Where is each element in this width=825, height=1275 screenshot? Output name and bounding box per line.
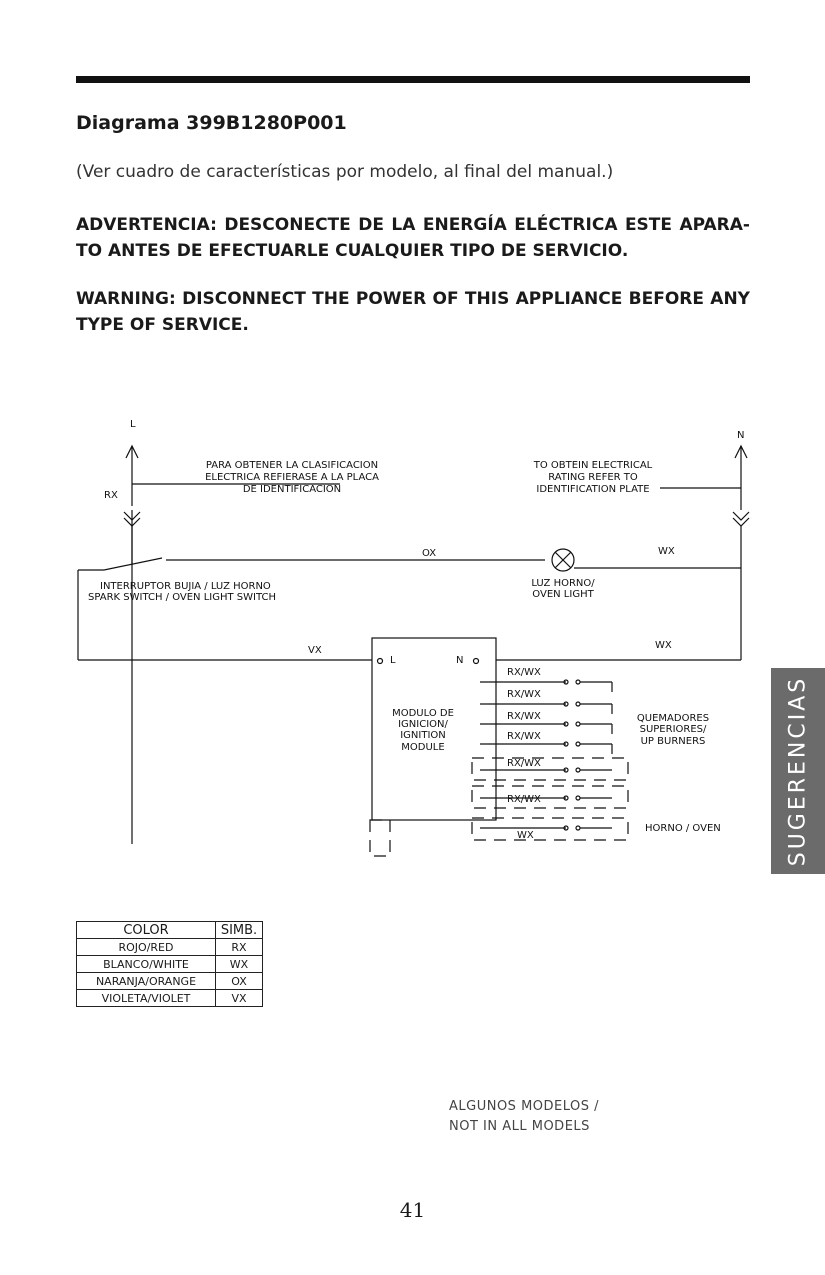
page-title: Diagrama 399B1280P001 [76, 112, 347, 134]
table-cell: VX [215, 989, 263, 1007]
module-label-1: MODULO DE [392, 708, 454, 719]
side-tab-label: SUGERENCIAS [785, 675, 811, 867]
burner-wire-label: RX/WX [507, 667, 541, 678]
burners-label-3: UP BURNERS [641, 736, 706, 747]
table-row: VIOLETA/VIOLET VX [76, 989, 263, 1007]
optional-boxes [369, 757, 629, 857]
wire-ox-label: OX [422, 548, 436, 559]
warning-english: WARNING: DISCONNECT THE POWER OF THIS AP… [76, 289, 750, 335]
warning-spanish: ADVERTENCIA: DESCONECTE DE LA ENERGÍA EL… [76, 215, 750, 261]
table-cell: RX [215, 938, 263, 956]
wire-wx-top-label: WX [658, 546, 675, 557]
wire-wx-mid-label: WX [655, 640, 672, 651]
light-label-1: LUZ HORNO/ [531, 578, 595, 589]
burner-wire-label: RX/WX [507, 711, 541, 722]
rating-note-es-1: PARA OBTENER LA CLASIFICACION [206, 460, 378, 471]
rating-note-es-2: ELECTRICA REFIERASE A LA PLACA [205, 472, 379, 483]
rating-note-en-1: TO OBTEIN ELECTRICAL [533, 460, 653, 471]
switch-label-1: INTERRUPTOR BUJIA / LUZ HORNO [100, 581, 271, 592]
terminal-n-label: N [737, 430, 744, 441]
burner-wire-label: RX/WX [507, 794, 541, 805]
switch-label-2: SPARK SWITCH / OVEN LIGHT SWITCH [88, 592, 276, 603]
page-number: 41 [399, 1198, 426, 1222]
table-cell: BLANCO/WHITE [76, 955, 216, 973]
module-label-3: IGNITION [400, 730, 446, 741]
table-cell: OX [215, 972, 263, 990]
burner-wire-label: RX/WX [507, 758, 541, 769]
legend-note-line-1: ALGUNOS MODELOS / [449, 1099, 600, 1114]
terminal-n-plug [732, 511, 750, 521]
burners-label-1: QUEMADORES [637, 713, 709, 724]
wire-rx-label: RX [104, 490, 118, 501]
table-row: NARANJA/ORANGE OX [76, 972, 263, 990]
rating-note-es-3: DE IDENTIFICACION [243, 484, 341, 495]
module-n-label: N [456, 655, 463, 666]
spark-switch [103, 557, 163, 571]
burners-label-2: SUPERIORES/ [640, 724, 707, 735]
legend-note: ALGUNOS MODELOS / NOT IN ALL MODELS [449, 1097, 599, 1137]
module-l-label: L [390, 655, 396, 666]
table-header-row: COLOR SIMB. [76, 921, 263, 939]
table-header: COLOR [76, 921, 216, 939]
table-cell: VIOLETA/VIOLET [76, 989, 216, 1007]
table-cell: NARANJA/ORANGE [76, 972, 216, 990]
rating-note-en-3: IDENTIFICATION PLATE [536, 484, 649, 495]
oven-light [551, 548, 575, 572]
table-row: ROJO/RED RX [76, 938, 263, 956]
header-rule [76, 76, 750, 83]
ignition-module [371, 637, 497, 821]
module-label-4: MODULE [401, 742, 444, 753]
wiring-diagram: L N RX PARA OBTENER LA CLASIFICACION ELE… [77, 419, 750, 857]
rating-note-en-2: RATING REFER TO [548, 472, 638, 483]
legend-note-line-2: NOT IN ALL MODELS [449, 1119, 590, 1134]
light-label-2: OVEN LIGHT [532, 589, 594, 600]
table-cell: ROJO/RED [76, 938, 216, 956]
table-row: BLANCO/WHITE WX [76, 955, 263, 973]
oven-wire-label: WX [517, 830, 534, 841]
terminal-l-plug [123, 511, 141, 521]
table-cell: WX [215, 955, 263, 973]
terminal-l-label: L [130, 419, 136, 430]
table-header: SIMB. [215, 921, 263, 939]
color-code-table: COLOR SIMB. ROJO/RED RX BLANCO/WHITE WX … [76, 921, 263, 1007]
section-side-tab: SUGERENCIAS [771, 668, 825, 874]
burner-wires [480, 679, 613, 831]
burner-wire-label: RX/WX [507, 731, 541, 742]
burner-wire-label: RX/WX [507, 689, 541, 700]
module-label-2: IGNICION/ [398, 719, 448, 730]
page-subtitle: (Ver cuadro de características por model… [76, 162, 614, 182]
oven-label: HORNO / OVEN [645, 823, 721, 834]
wire-vx-label: VX [308, 645, 322, 656]
